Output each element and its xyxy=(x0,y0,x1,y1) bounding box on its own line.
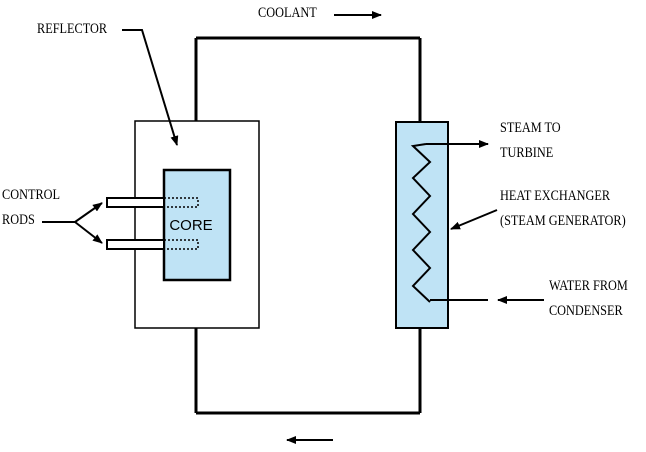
core-box xyxy=(162,168,232,282)
control-rods-arrow-lower xyxy=(74,221,103,244)
heat-exchanger-label-line2: (STEAM GENERATOR) xyxy=(500,212,626,229)
heat-exchanger-coil xyxy=(410,143,432,303)
coolant-label: COOLANT xyxy=(258,4,317,20)
heat-exchanger-box xyxy=(395,121,449,329)
steam-label-line1: STEAM TO xyxy=(500,119,561,135)
reflector-label: REFLECTOR xyxy=(37,20,108,36)
reflector-box xyxy=(134,120,260,329)
water-label-line2: CONDENSER xyxy=(549,302,624,318)
control-rod-lower-outside xyxy=(106,239,165,250)
control-rod-upper-outside xyxy=(106,197,165,208)
heat-exchanger-pointer-arrow xyxy=(450,209,498,230)
control-rods-arrow-upper xyxy=(74,202,103,223)
reflector-pointer-arrow xyxy=(122,29,179,146)
control-rod-upper xyxy=(106,197,199,208)
control-rod-lower-inside xyxy=(163,239,199,250)
core-label: CORE xyxy=(169,217,212,234)
steam-label-line2: TURBINE xyxy=(500,144,553,160)
control-rod-upper-inside xyxy=(163,197,199,208)
control-rods-label-line2: RODS xyxy=(2,211,35,227)
control-rods-label-line1: CONTROL xyxy=(2,186,60,202)
control-rod-lower xyxy=(106,239,199,250)
water-label-line1: WATER FROM xyxy=(549,277,628,293)
heat-exchanger-label-line1: HEAT EXCHANGER xyxy=(500,187,611,203)
